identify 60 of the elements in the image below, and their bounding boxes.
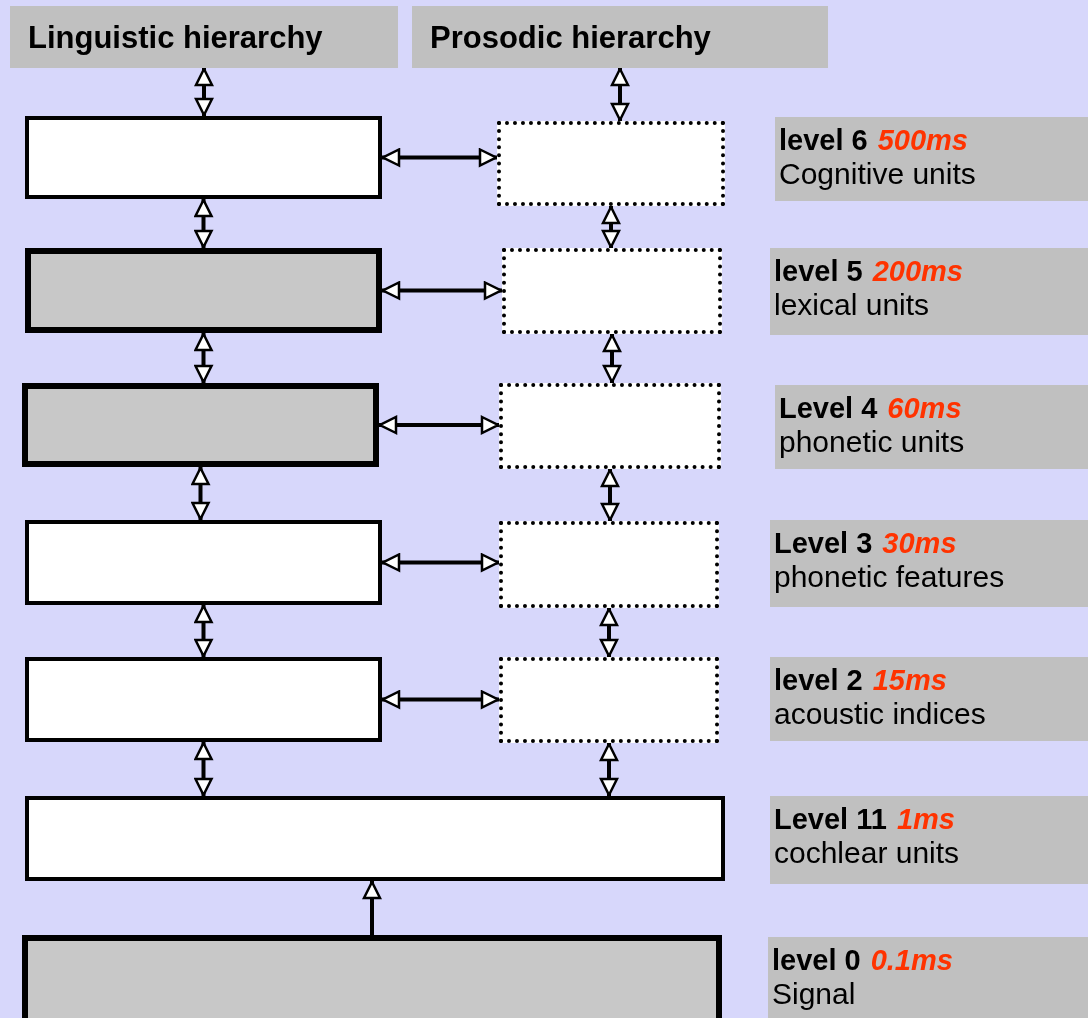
level-box — [25, 796, 725, 881]
double-arrow — [602, 333, 622, 384]
level-box — [25, 657, 382, 742]
duration-text: 200ms — [872, 255, 963, 287]
label-card — [775, 385, 1088, 469]
label-card — [770, 520, 1088, 607]
unit-name: phonetic units — [779, 425, 966, 459]
duration-text: 60ms — [887, 392, 962, 424]
label-card — [770, 796, 1088, 884]
double-arrow — [194, 67, 214, 117]
unit-name: cochlear units — [774, 836, 961, 870]
double-arrow — [194, 741, 213, 797]
prosodic-box — [502, 248, 722, 334]
double-arrow — [194, 198, 213, 249]
duration-text: 30ms — [882, 527, 957, 559]
level-name: level 6 — [779, 124, 868, 156]
level-name: level 0 — [772, 944, 861, 976]
level-name: Level 11 — [774, 803, 887, 835]
level-box — [25, 116, 382, 199]
unit-name: Signal — [772, 977, 857, 1011]
double-arrow — [194, 332, 213, 384]
column-header: Prosodic hierarchy — [412, 6, 828, 68]
level-name: Level 4 — [779, 392, 878, 424]
double-arrow — [194, 604, 213, 658]
level-box — [22, 935, 722, 1018]
level-box — [22, 383, 379, 467]
duration-text: 500ms — [877, 124, 968, 156]
duration-text: 0.1ms — [870, 944, 953, 976]
double-arrow — [191, 466, 210, 521]
double-arrow — [381, 690, 500, 709]
label-card — [770, 248, 1088, 335]
double-arrow — [381, 148, 498, 167]
duration-text: 1ms — [896, 803, 955, 835]
level-box — [25, 520, 382, 605]
level-name: Level 3 — [774, 527, 873, 559]
label-card — [775, 117, 1088, 201]
prosodic-box — [497, 121, 725, 206]
label-card — [770, 657, 1088, 741]
unit-name: phonetic features — [774, 560, 1006, 594]
double-arrow — [610, 67, 630, 122]
double-arrow — [381, 553, 500, 572]
arrow — [362, 880, 382, 935]
unit-name: acoustic indices — [774, 697, 987, 731]
double-arrow — [601, 205, 621, 249]
column-header: Linguistic hierarchy — [10, 6, 398, 68]
level-box — [25, 248, 382, 333]
double-arrow — [599, 742, 619, 797]
double-arrow — [378, 415, 500, 435]
prosodic-box — [499, 521, 719, 608]
unit-name: lexical units — [774, 288, 931, 322]
prosodic-box — [499, 383, 721, 469]
prosodic-box — [499, 657, 719, 743]
double-arrow — [381, 281, 503, 300]
label-card — [768, 937, 1088, 1018]
double-arrow — [599, 607, 619, 658]
level-name: level 2 — [774, 664, 863, 696]
unit-name: Cognitive units — [779, 157, 977, 191]
double-arrow — [600, 468, 620, 522]
duration-text: 15ms — [872, 664, 947, 696]
level-name: level 5 — [774, 255, 863, 287]
